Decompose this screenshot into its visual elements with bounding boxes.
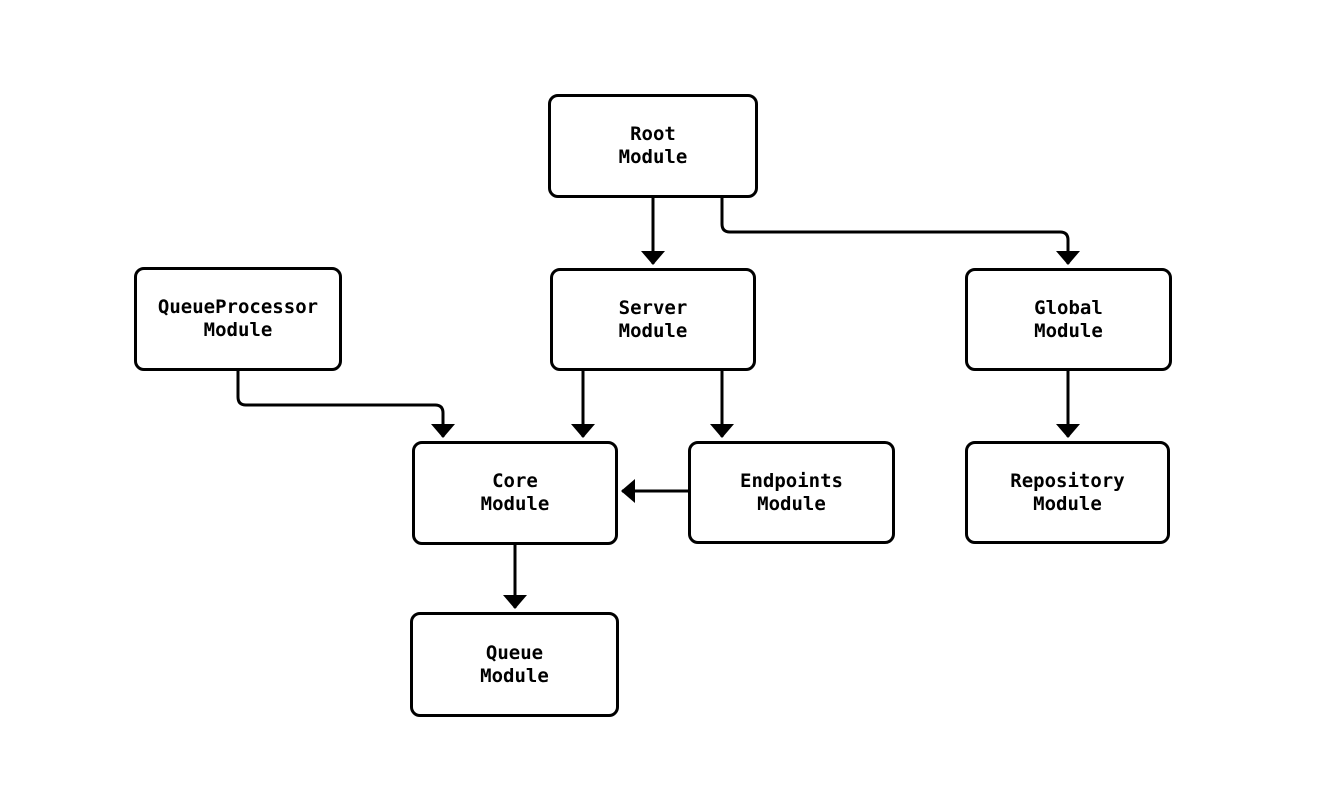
- edge-root-to-global: [720, 198, 1080, 265]
- node-root-module: Root Module: [548, 94, 758, 198]
- edge-queueprocessor-to-core: [236, 370, 455, 438]
- node-label-line: Server: [618, 296, 688, 319]
- node-label-line: Repository: [1010, 469, 1125, 492]
- node-label-line: Module: [1033, 492, 1102, 515]
- node-label-line: Module: [480, 493, 550, 515]
- node-label-line: Queue: [485, 641, 544, 664]
- node-label-line: Core: [492, 470, 538, 492]
- node-server-module: Server Module: [550, 268, 756, 371]
- node-label-line: Module: [1034, 319, 1103, 342]
- node-endpoints-module: Endpoints Module: [688, 441, 895, 544]
- node-label-line: Endpoints: [740, 469, 843, 492]
- node-label-line: Module: [618, 146, 688, 168]
- node-label-line: Module: [203, 319, 273, 341]
- node-label-line: QueueProcessor: [157, 296, 319, 318]
- node-label-line: Module: [618, 319, 688, 342]
- node-queueprocessor-module: QueueProcessor Module: [134, 267, 342, 371]
- node-label-line: Root: [630, 123, 676, 145]
- node-label-line: Module: [757, 492, 826, 515]
- node-core-module: Core Module: [412, 441, 618, 545]
- node-repository-module: Repository Module: [965, 441, 1170, 544]
- node-global-module: Global Module: [965, 268, 1172, 371]
- node-queue-module: Queue Module: [410, 612, 619, 717]
- node-label-line: Module: [480, 664, 549, 687]
- node-label-line: Global: [1034, 296, 1103, 319]
